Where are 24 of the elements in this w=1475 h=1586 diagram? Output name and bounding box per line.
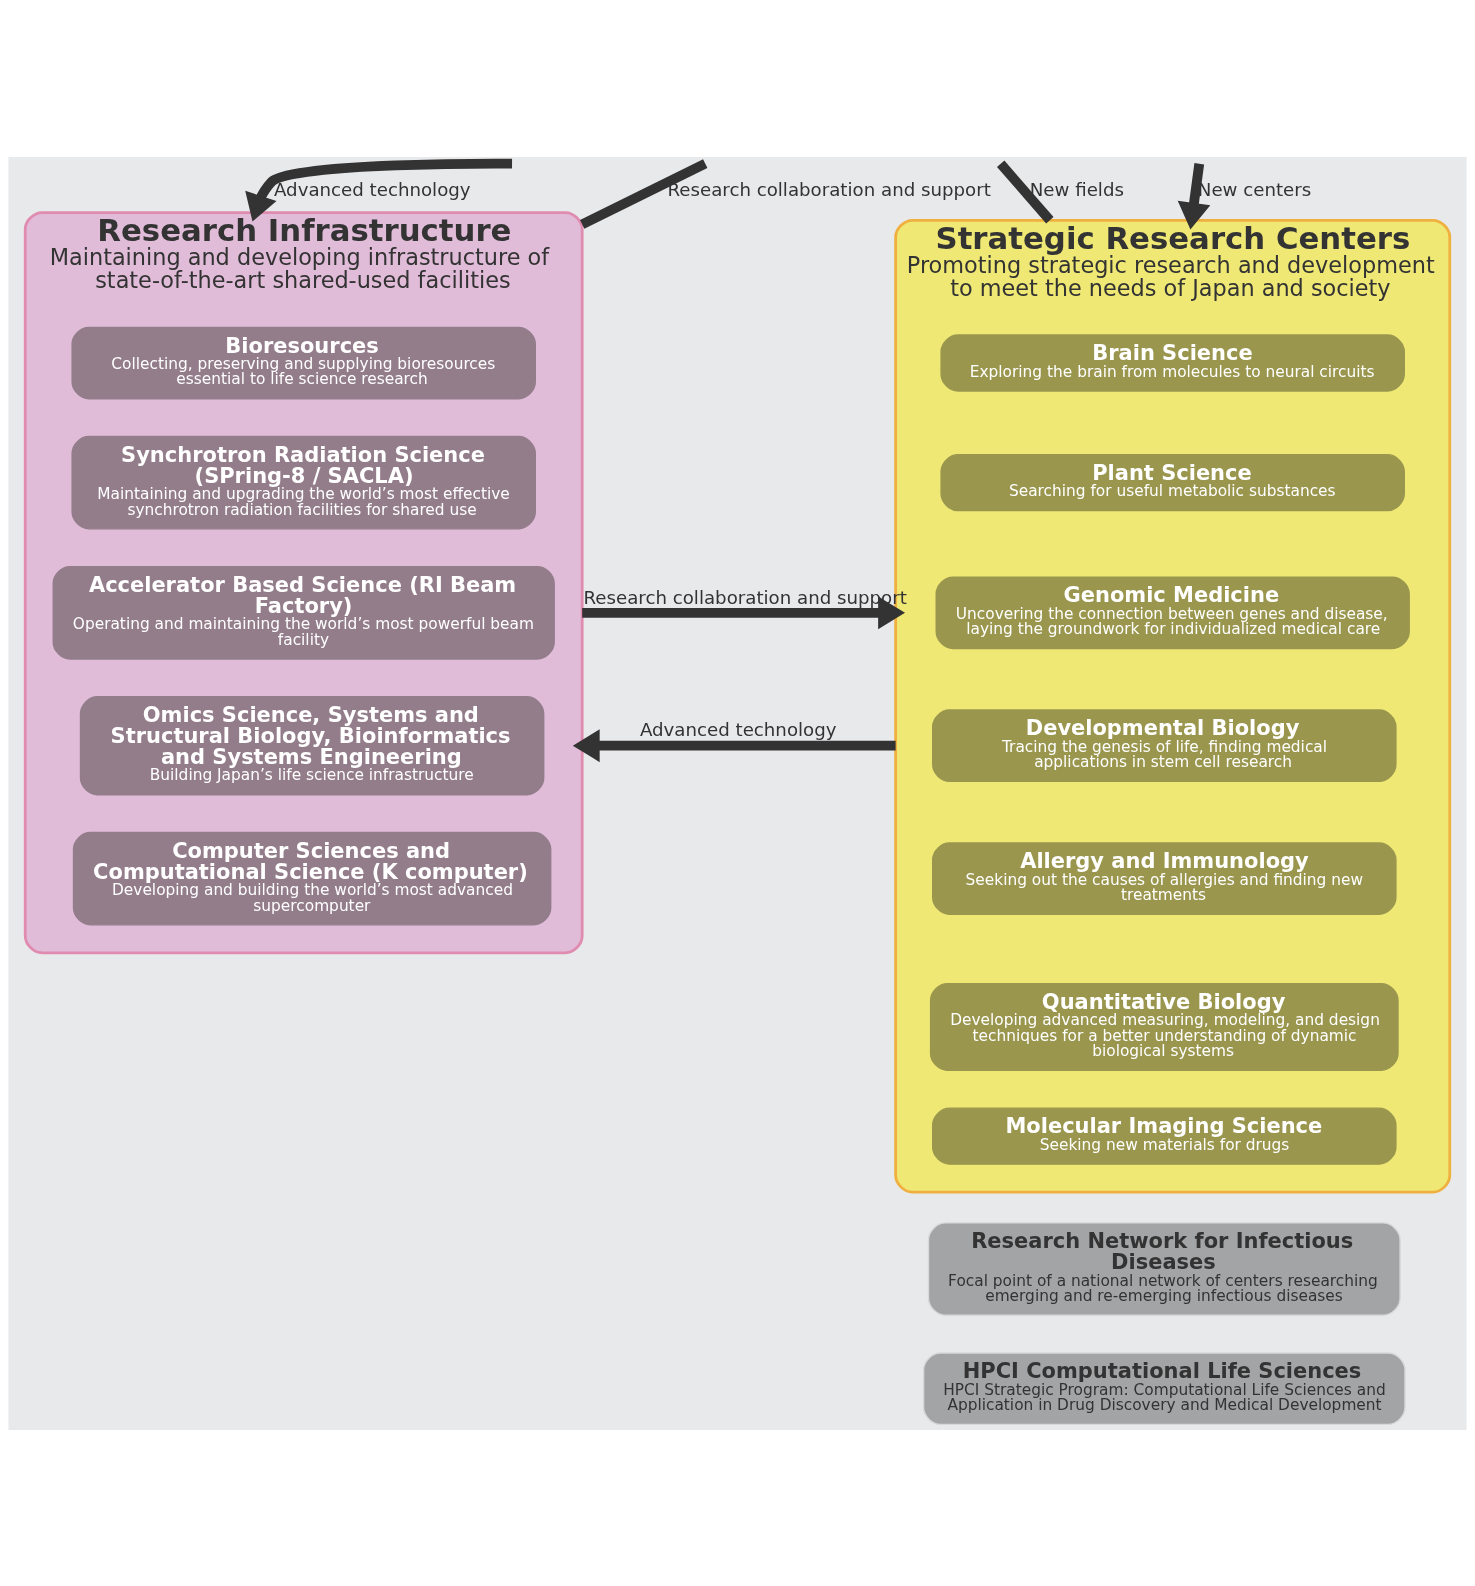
node-box: Computer Sciences and Computational Science (K computer) Developing and building the world’s most advanced supercomputer <box>72 831 552 926</box>
edge-label: New fields <box>1029 178 1124 200</box>
node-box: Quantitative Biology Developing advanced measuring, modeling, and design techniques for a better understanding of dynamic biological systems <box>929 982 1399 1071</box>
edge-label: Advanced technology <box>639 718 837 740</box>
connector <box>997 160 1054 223</box>
arrow <box>1177 162 1211 230</box>
node-box: Brain Science Exploring the brain from molecules to neural circuits <box>940 333 1405 392</box>
node-box: Molecular Imaging Science Seeking new materials for drugs <box>932 1106 1397 1165</box>
node-box: Bioresources Collecting, preserving and supplying bioresources essential to life science research <box>71 326 536 399</box>
node-box: Accelerator Based Science (RI Beam Factory) Operating and maintaining the world’s most powerful beam facility <box>52 565 555 660</box>
edge-label: Advanced technology <box>273 178 471 200</box>
node-box: Plant Science Searching for useful metabolic substances <box>940 453 1405 511</box>
connector <box>580 158 708 229</box>
node-box: Genomic Medicine Uncovering the connection between genes and disease, laying the groundwork for individualized medical care <box>935 575 1410 649</box>
arrow <box>245 158 513 221</box>
arrow <box>582 595 905 629</box>
node-box: Developmental Biology Tracing the genesis of life, finding medical applications in stem cell research <box>932 708 1397 782</box>
node-box: Research Network for Infectious Diseases Focal point of a national network of centers researching emerging and re-emerging infectious diseases <box>927 1221 1401 1316</box>
node-box: Synchrotron Radiation Science (SPring-8 / SACLA) Maintaining and upgrading the world’s most effective synchrotron radiation facilities for shared use <box>71 435 536 530</box>
node-box: Allergy and Immunology Seeking out the causes of allergies and finding new treatments <box>932 841 1397 915</box>
edge-label: Research collaboration and support <box>667 178 991 200</box>
arrow <box>572 728 896 762</box>
node-box: Omics Science, Systems and Structural Biology, Bioinformatics and Systems Engineering Building Japan’s life science infrastructure <box>79 695 545 795</box>
node-box: HPCI Computational Life Sciences HPCI Strategic Program: Computational Life Sciences and Application in Drug Discovery and Medical Development <box>922 1351 1406 1425</box>
